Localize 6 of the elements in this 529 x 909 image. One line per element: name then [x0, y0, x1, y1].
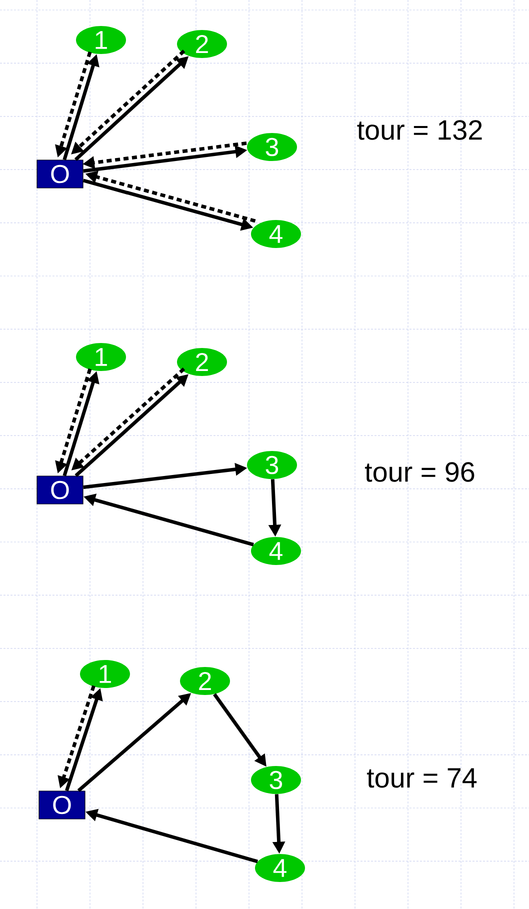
depot-box: O — [36, 476, 84, 504]
tour-length: tour = 132 — [357, 120, 482, 140]
depot-box: O — [36, 160, 84, 188]
tour-length: tour = 96 — [364, 462, 474, 482]
tour-length: tour = 74 — [366, 768, 477, 788]
depot-box: O — [38, 790, 86, 820]
